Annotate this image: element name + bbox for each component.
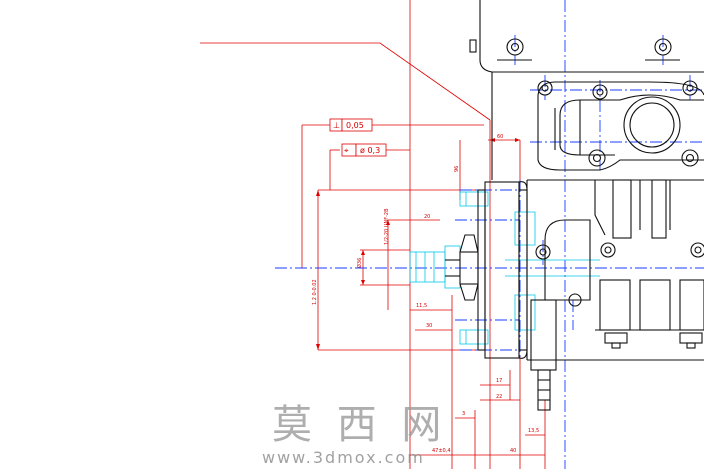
perpendicularity-symbol: ⊥ xyxy=(333,121,340,130)
dim-thread-ref: 1/2-20 UNF-2B xyxy=(384,208,390,245)
dim-v-96: 96 xyxy=(454,166,460,172)
blue-centerlines xyxy=(275,0,704,469)
dim-30: 30 xyxy=(426,323,432,329)
feature-control-frame-position: ⌖ ø 0,3 xyxy=(341,143,387,157)
dim-big-height: 1.2 0-0.02 xyxy=(312,279,318,305)
dim-11-5: 11,5 xyxy=(416,303,427,309)
dim-20: 20 xyxy=(424,214,430,220)
position-value: ø 0,3 xyxy=(360,146,380,155)
red-construction-lines xyxy=(200,0,546,469)
cyan-hidden-part xyxy=(409,191,600,345)
dim-top-60: 60 xyxy=(497,134,503,140)
perpendicularity-value: 0,05 xyxy=(346,121,364,130)
watermark-chinese: 莫 西 网 xyxy=(272,402,447,448)
dimension-texts: 60 96 1/2-20 UNF-2B 20 Ø36 11,5 30 1.2 0… xyxy=(312,134,539,454)
feature-control-frame-perpendicularity: ⊥ 0,05 xyxy=(329,118,373,132)
dim-17: 17 xyxy=(496,378,502,384)
dim-bottom: 47±0,4 xyxy=(432,448,451,454)
dim-40: 40 xyxy=(510,448,516,454)
watermark: 莫 西 网 www.3dmox.com xyxy=(262,402,447,467)
dimension-arrowheads xyxy=(316,138,520,350)
dim-13-5: 13,5 xyxy=(528,428,539,434)
position-symbol: ⌖ xyxy=(344,146,349,155)
dim-3: 3 xyxy=(462,411,465,417)
dim-22: 22 xyxy=(496,394,502,400)
part-outline-black xyxy=(445,0,704,411)
dim-diameter: Ø36 xyxy=(356,258,363,268)
watermark-url: www.3dmox.com xyxy=(262,448,425,467)
